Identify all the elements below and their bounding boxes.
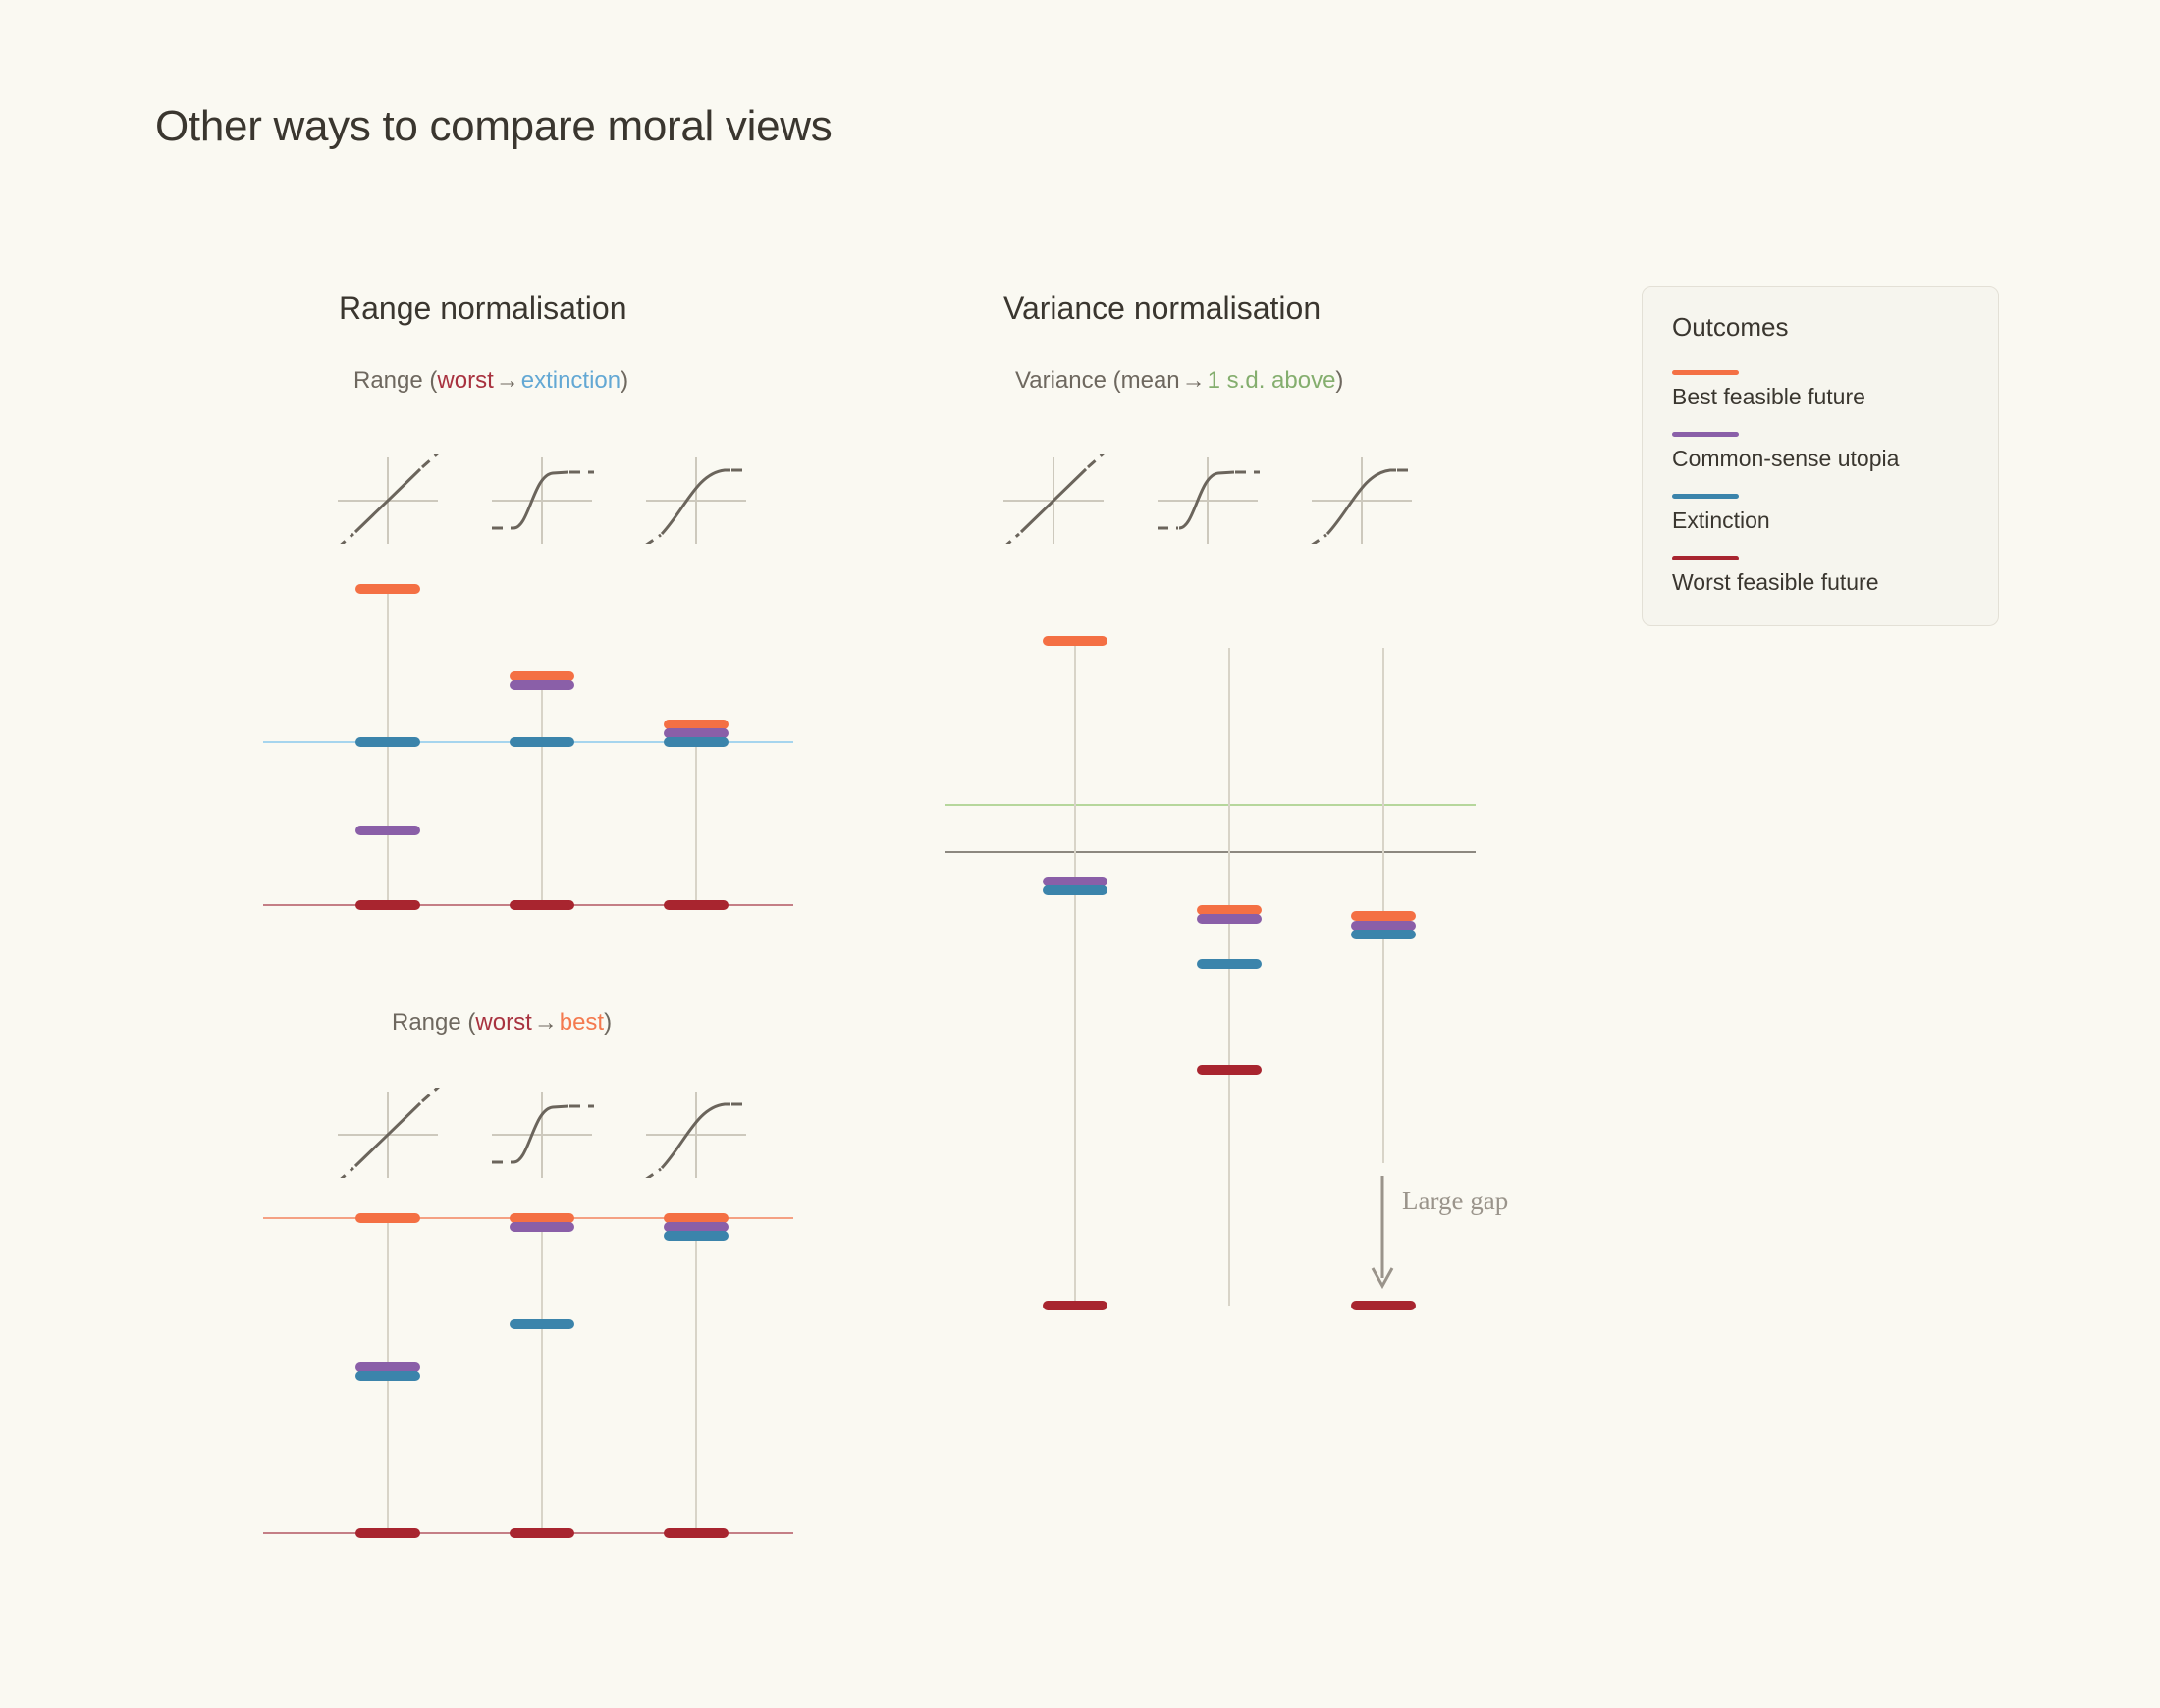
marker-best-feasible-future xyxy=(664,1213,729,1223)
curve-linear-icon xyxy=(334,1084,442,1184)
marker-common-sense-utopia xyxy=(1197,914,1262,924)
legend-outcomes: Outcomes Best feasible future Common-sen… xyxy=(1642,286,1999,626)
legend-swatch-icon xyxy=(1672,494,1739,499)
legend-item-extinction[interactable]: Extinction xyxy=(1672,494,1969,534)
marker-best-feasible-future xyxy=(355,1213,420,1223)
marker-common-sense-utopia xyxy=(510,1222,574,1232)
column-axis-line xyxy=(1228,648,1230,1306)
marker-worst-feasible-future xyxy=(664,900,729,910)
subtitle-suffix: ) xyxy=(1335,367,1344,394)
legend-item-label: Worst feasible future xyxy=(1672,569,1879,595)
subtitle-prefix: Range ( xyxy=(392,1009,476,1036)
marker-common-sense-utopia xyxy=(510,680,574,690)
curve-concave-icon xyxy=(642,454,750,549)
marker-worst-feasible-future xyxy=(1043,1301,1107,1310)
curve-linear-icon xyxy=(999,450,1107,550)
marker-worst-feasible-future xyxy=(355,900,420,910)
marker-best-feasible-future xyxy=(355,584,420,594)
legend-item-label: Best feasible future xyxy=(1672,384,1865,409)
column-axis-line xyxy=(541,671,543,905)
marker-extinction xyxy=(510,1319,574,1329)
column-axis-line xyxy=(695,1217,697,1533)
marker-worst-feasible-future xyxy=(1197,1065,1262,1075)
marker-best-feasible-future xyxy=(664,720,729,729)
subtitle-suffix: ) xyxy=(621,367,629,394)
subtitle-from-mean: mean xyxy=(1120,367,1180,394)
panel-title-variance-normalisation: Variance normalisation xyxy=(1003,291,1322,326)
panel-subtitle-variance-mean-sd: Variance (mean→1 s.d. above) xyxy=(1015,367,1343,395)
subtitle-to-best: best xyxy=(559,1009,605,1036)
column-axis-line xyxy=(541,1217,543,1533)
subtitle-from-worst: worst xyxy=(475,1009,532,1036)
marker-extinction xyxy=(664,737,729,747)
legend-swatch-icon xyxy=(1672,556,1739,560)
panel-subtitle-range-worst-best: Range (worst→best) xyxy=(392,1009,612,1037)
marker-worst-feasible-future xyxy=(510,900,574,910)
curve-sigmoid-icon xyxy=(488,1088,596,1183)
marker-extinction xyxy=(510,737,574,747)
legend-swatch-icon xyxy=(1672,370,1739,375)
curve-concave-icon xyxy=(1308,454,1416,549)
marker-common-sense-utopia xyxy=(664,728,729,738)
column-axis-line xyxy=(1382,648,1384,1163)
marker-extinction xyxy=(355,737,420,747)
panel-title-range-normalisation: Range normalisation xyxy=(339,291,627,326)
marker-best-feasible-future xyxy=(510,671,574,681)
marker-worst-feasible-future xyxy=(1351,1301,1416,1310)
column-axis-line xyxy=(695,720,697,905)
marker-extinction xyxy=(1043,885,1107,895)
subtitle-from-worst: worst xyxy=(437,367,494,394)
subtitle-arrow-icon: → xyxy=(533,1009,558,1036)
marker-worst-feasible-future xyxy=(510,1528,574,1538)
legend-swatch-icon xyxy=(1672,432,1739,437)
marker-worst-feasible-future xyxy=(355,1528,420,1538)
subtitle-to-extinction: extinction xyxy=(520,367,621,394)
marker-common-sense-utopia xyxy=(355,1362,420,1372)
marker-best-feasible-future xyxy=(510,1213,574,1223)
column-axis-line xyxy=(1074,640,1076,1306)
marker-extinction xyxy=(1197,959,1262,969)
panel-subtitle-range-worst-extinction: Range (worst→extinction) xyxy=(353,367,628,395)
column-axis-line xyxy=(387,589,389,905)
curve-sigmoid-icon xyxy=(488,454,596,549)
marker-common-sense-utopia xyxy=(664,1222,729,1232)
curve-sigmoid-icon xyxy=(1154,454,1262,549)
marker-extinction xyxy=(355,1371,420,1381)
subtitle-arrow-icon: → xyxy=(1181,367,1206,394)
one-sd-above-reference-line xyxy=(945,804,1476,806)
legend-item-label: Extinction xyxy=(1672,507,1770,533)
mean-reference-line xyxy=(945,851,1476,853)
page-title: Other ways to compare moral views xyxy=(155,102,833,150)
marker-common-sense-utopia xyxy=(1351,921,1416,931)
annotation-large-gap-label: Large gap xyxy=(1402,1186,1509,1215)
subtitle-prefix: Variance ( xyxy=(1015,367,1121,394)
subtitle-prefix: Range ( xyxy=(353,367,438,394)
marker-best-feasible-future xyxy=(1043,636,1107,646)
marker-common-sense-utopia xyxy=(355,826,420,835)
legend-item-worst-feasible-future[interactable]: Worst feasible future xyxy=(1672,556,1969,596)
down-arrow-icon xyxy=(1369,1176,1396,1297)
marker-extinction xyxy=(1351,930,1416,939)
marker-worst-feasible-future xyxy=(664,1528,729,1538)
marker-extinction xyxy=(664,1231,729,1241)
marker-best-feasible-future xyxy=(1351,911,1416,921)
legend-title: Outcomes xyxy=(1672,312,1789,342)
subtitle-to-one-sd-above: 1 s.d. above xyxy=(1207,367,1336,394)
marker-common-sense-utopia xyxy=(1043,877,1107,886)
subtitle-arrow-icon: → xyxy=(495,367,519,394)
marker-best-feasible-future xyxy=(1197,905,1262,915)
legend-item-label: Common-sense utopia xyxy=(1672,446,1900,471)
legend-item-best-feasible-future[interactable]: Best feasible future xyxy=(1672,370,1969,410)
legend-item-common-sense-utopia[interactable]: Common-sense utopia xyxy=(1672,432,1969,472)
subtitle-suffix: ) xyxy=(604,1009,613,1036)
curve-concave-icon xyxy=(642,1088,750,1183)
curve-linear-icon xyxy=(334,450,442,550)
